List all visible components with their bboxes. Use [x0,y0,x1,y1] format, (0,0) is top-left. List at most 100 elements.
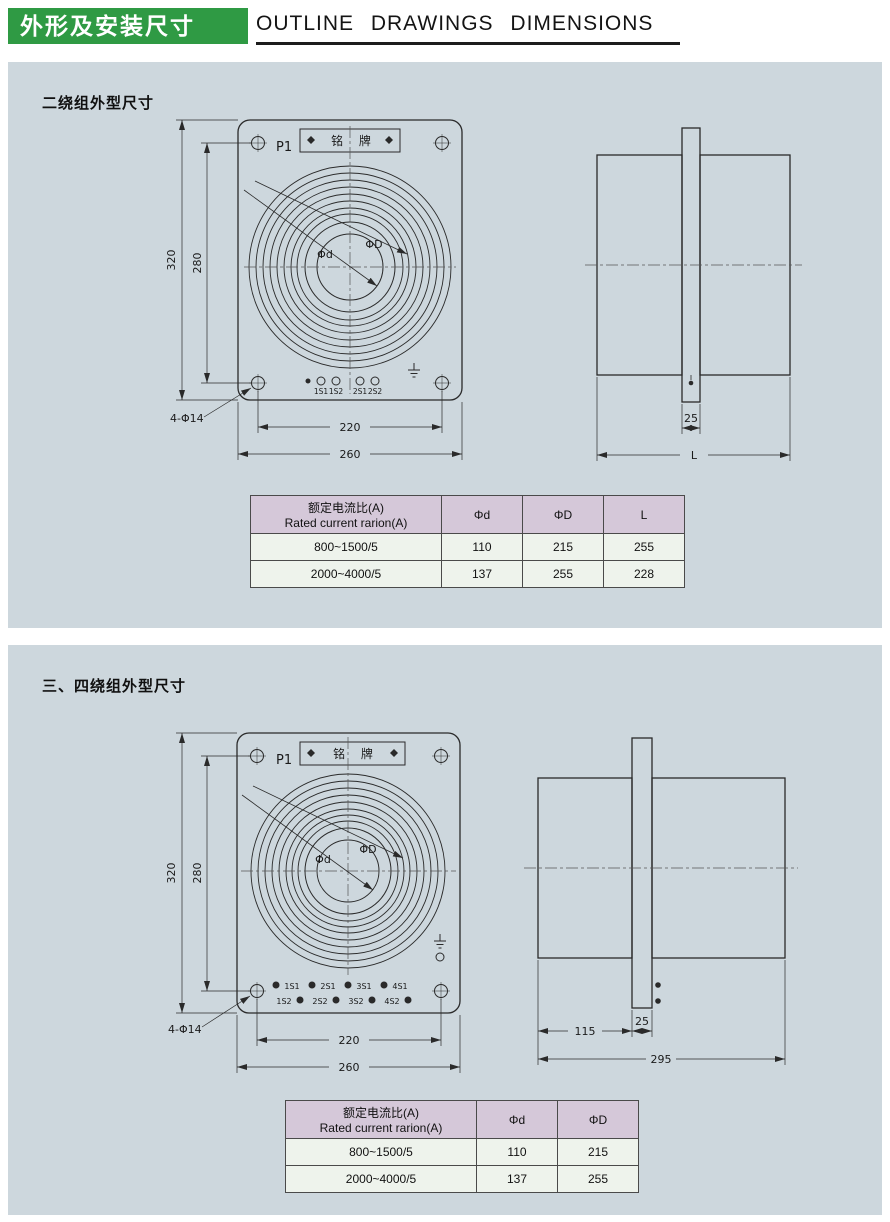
section1-title: 二绕组外型尺寸 [42,95,155,112]
phi-D-label: ΦD [365,238,382,251]
centerline [241,737,456,975]
body-plate [236,732,461,1014]
terminal-label: 2S2 [368,387,383,396]
ratio-cell: 800~1500/5 [250,533,442,561]
terminal-label: 2S1 [320,982,335,991]
phi-d-label: Φd [317,248,333,261]
phid-cell: 110 [476,1138,558,1166]
col-header-phid: Φd [476,1100,558,1139]
flange-pin [688,375,694,386]
ground-terminal [435,952,445,962]
nameplate-diamond-icon [385,136,393,144]
nameplate-text: 铭 牌 [333,746,379,761]
mounting-holes [248,747,450,1000]
L-cell: 255 [603,533,685,561]
ground-icon [434,934,446,949]
dim-width-label: 260 [339,1061,360,1074]
table-row: 800~1500/5 110 215 255 [250,533,685,561]
terminal-label: 4S2 [384,997,399,1006]
section-two-winding: 二绕组外型尺寸 [8,62,882,628]
terminal-label: 3S1 [356,982,371,991]
terminal-label: 2S1 [353,387,368,396]
col-header-phid: Φd [441,495,523,534]
drawing-labels: P1 铭 牌 Φd ΦD 1S1 1S2 2S1 2S2 320 280 4-Φ… [165,133,698,462]
side-view [585,127,802,403]
table-header-row: 额定电流比(A) Rated current rarion(A) Φd ΦD [285,1100,639,1139]
col-header-phiD: ΦD [522,495,604,534]
nameplate-diamond-icon [307,749,315,757]
phid-cell: 137 [476,1165,558,1193]
nameplate-diamond-icon [307,136,315,144]
dim-hole-note-label: 4-Φ14 [170,412,204,425]
col-header-L: L [603,495,685,534]
phiD-cell: 255 [557,1165,639,1193]
spec-table-two-winding: 额定电流比(A) Rated current rarion(A) Φd ΦD L… [250,495,685,588]
front-view [237,119,463,401]
section2-title: 三、四绕组外型尺寸 [42,678,187,695]
p1-label: P1 [276,140,292,155]
nameplate-text: 铭 牌 [331,133,377,148]
terminal-label: 3S2 [348,997,363,1006]
two-winding-drawing: P1 铭 牌 Φd ΦD 1S1 1S2 2S1 2S2 320 280 4-Φ… [165,119,802,462]
ratio-header-cn: 额定电流比(A) [343,1106,419,1120]
col-header-phiD: ΦD [557,1100,639,1139]
front-dimension-lines [176,119,463,460]
dim-flange-label: 25 [635,1015,649,1028]
phid-cell: 137 [441,560,523,588]
terminal-label: 1S2 [276,997,291,1006]
dim-total-label: 295 [651,1053,672,1066]
dim-height-label: 320 [165,863,178,884]
table-row: 2000~4000/5 137 255 228 [250,560,685,588]
ratio-header-en: Rated current rarion(A) [319,1121,443,1135]
table-row: 2000~4000/5 137 255 [285,1165,639,1193]
side-view [524,737,798,1009]
phiD-cell: 215 [522,533,604,561]
dim-length-label: L [691,449,698,462]
page-title-en: OUTLINE DRAWINGS DIMENSIONS [256,8,680,45]
ratio-cell: 2000~4000/5 [250,560,442,588]
nameplate [299,741,406,766]
terminal-label: 1S1 [314,387,329,396]
table-header-row: 额定电流比(A) Rated current rarion(A) Φd ΦD L [250,495,685,534]
terminal-label: 4S1 [392,982,407,991]
body-plate [237,119,463,401]
secondary-terminals [305,376,380,386]
page-title-cn: 外形及安装尺寸 [8,8,248,44]
nameplate-diamond-icon [390,749,398,757]
p1-label: P1 [276,753,292,768]
ratio-cell: 2000~4000/5 [285,1165,477,1193]
three-four-winding-drawing: P1 铭 牌 Φd ΦD 1S1 2S1 3S1 4S1 1S2 2S2 3S2… [165,732,798,1074]
ratio-header: 额定电流比(A) Rated current rarion(A) [250,495,442,534]
diameter-leader-lines [241,785,404,891]
phid-cell: 110 [441,533,523,561]
front-dimension-lines [176,732,461,1073]
dim-height-label: 320 [165,250,178,271]
phi-D-label: ΦD [359,843,376,856]
dim-hole-height-label: 280 [191,863,204,884]
mounting-bolts [655,982,661,1004]
terminal-label: 1S2 [329,387,344,396]
dim-width-label: 260 [340,448,361,461]
drawing-labels: P1 铭 牌 Φd ΦD 1S1 2S1 3S1 4S1 1S2 2S2 3S2… [165,746,672,1074]
phiD-cell: 255 [522,560,604,588]
front-view [236,732,461,1014]
diameter-leader-lines [243,180,408,287]
flange [631,737,653,1009]
ground-icon [408,363,420,378]
L-cell: 228 [603,560,685,588]
ratio-cell: 800~1500/5 [285,1138,477,1166]
mounting-holes [249,134,451,392]
dim-hole-height-label: 280 [191,253,204,274]
ratio-header: 额定电流比(A) Rated current rarion(A) [285,1100,477,1139]
side-dimension-lines [537,960,786,1065]
phiD-cell: 215 [557,1138,639,1166]
dim-flange-label: 25 [684,412,698,425]
dim-hole-width-label: 220 [340,421,361,434]
spec-table-three-four-winding: 额定电流比(A) Rated current rarion(A) Φd ΦD 8… [285,1100,639,1193]
dim-hole-width-label: 220 [339,1034,360,1047]
side-dimension-lines [596,377,791,461]
phi-d-label: Φd [315,853,331,866]
ratio-header-en: Rated current rarion(A) [284,516,408,530]
section-three-four-winding: 三、四绕组外型尺寸 [8,645,882,1215]
